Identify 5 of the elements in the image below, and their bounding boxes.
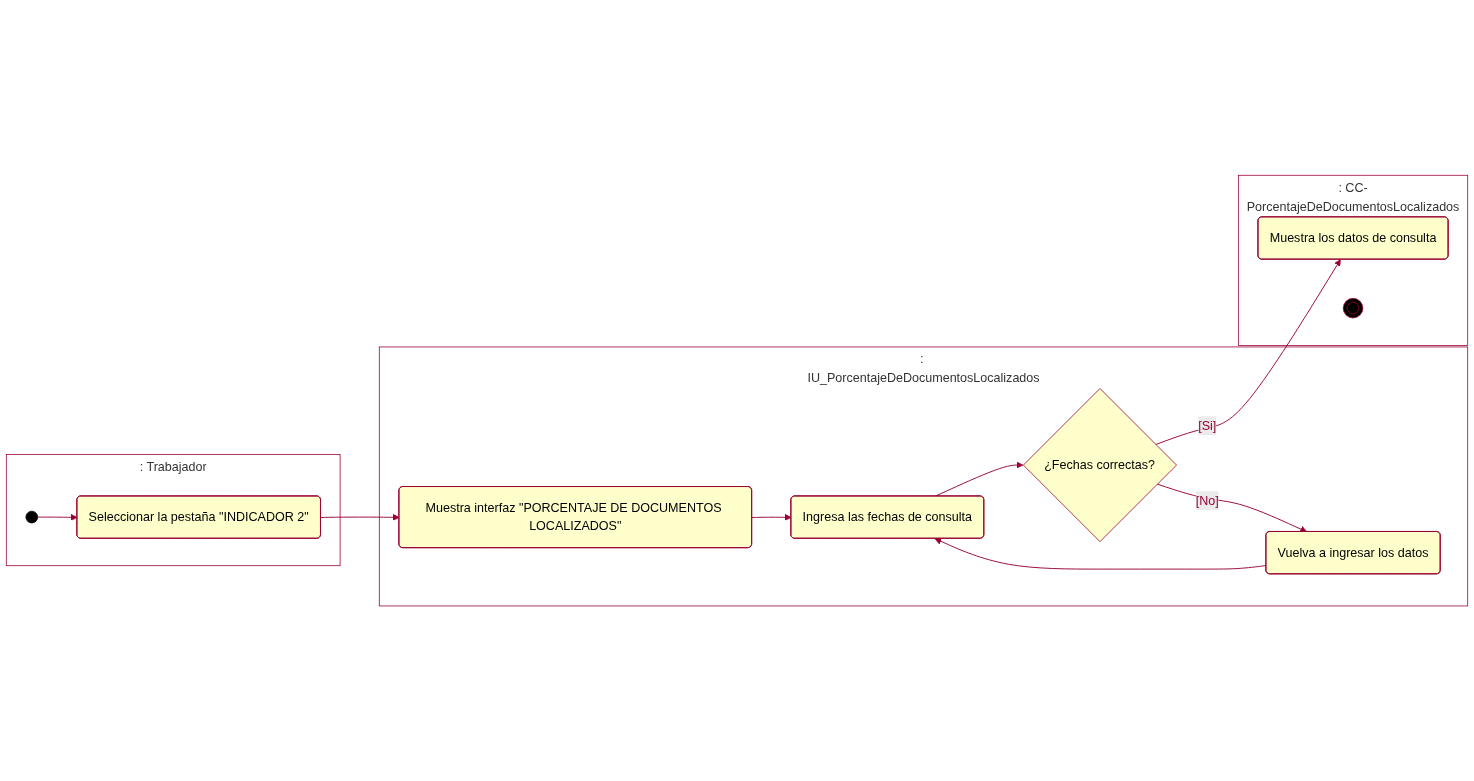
edge-label: [Si] [1198, 418, 1217, 432]
edge-label: [No] [1195, 493, 1219, 507]
node-diamond: ¿Fechas correctas? [1023, 388, 1177, 542]
node-circle [25, 510, 39, 524]
node-circle [1342, 297, 1364, 319]
